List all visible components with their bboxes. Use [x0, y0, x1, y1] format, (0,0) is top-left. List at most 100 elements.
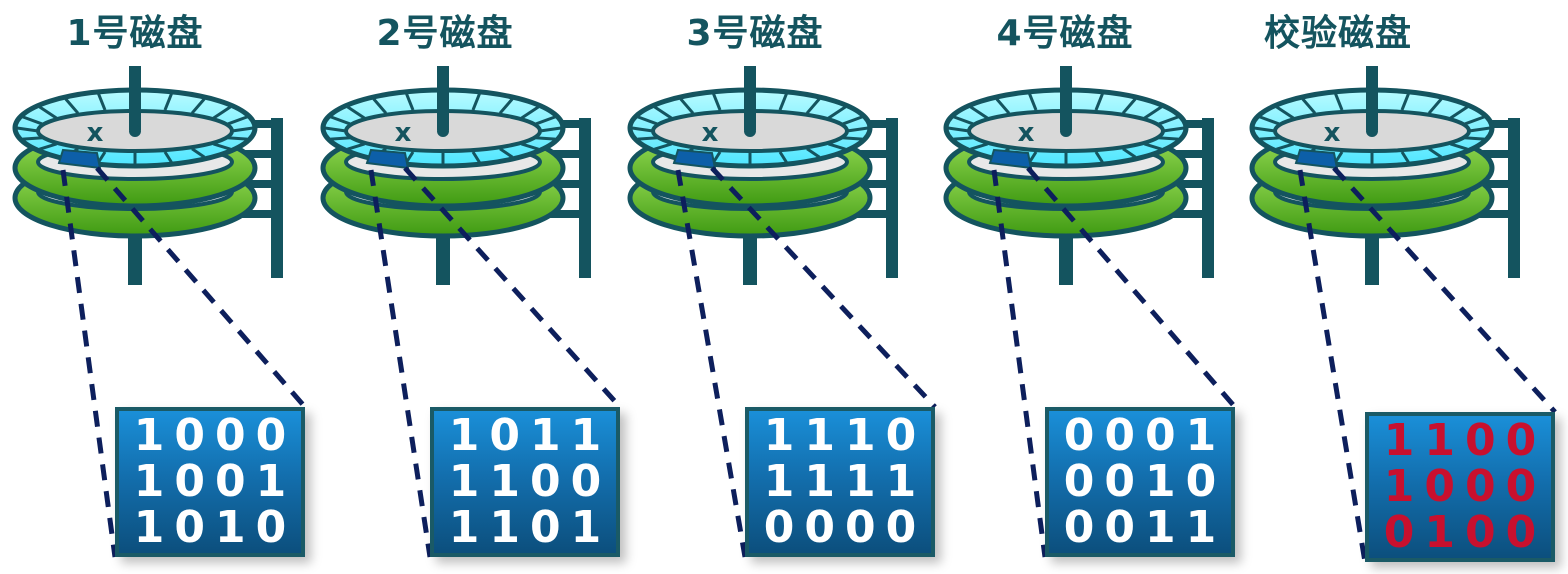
- track-tick: [471, 93, 481, 111]
- zoom-line-left: [675, 169, 748, 558]
- track-tick: [190, 97, 206, 115]
- disk-title: 1号磁盘: [66, 13, 204, 54]
- actuator-arm: [886, 118, 898, 278]
- track-tick: [1400, 93, 1410, 111]
- track-tick: [534, 115, 556, 126]
- disk-stack-3: x: [627, 66, 898, 285]
- track-tick: [405, 93, 415, 111]
- bit-row: 1110: [763, 410, 927, 461]
- track-tick: [1094, 93, 1104, 111]
- track-tick: [39, 142, 57, 151]
- track-tick: [969, 105, 989, 120]
- track-tick: [213, 142, 231, 151]
- track-tick: [64, 97, 80, 115]
- track-tick: [828, 142, 846, 151]
- track-tick: [712, 151, 722, 164]
- bit-row: 0001: [1063, 410, 1227, 461]
- read-head-3: [538, 180, 588, 188]
- track-tick: [637, 115, 659, 126]
- actuator-arm: [271, 118, 283, 278]
- track-tick: [679, 97, 695, 115]
- spindle-cap: [744, 125, 756, 137]
- read-head-3: [1161, 180, 1211, 188]
- zoom-line-left: [60, 169, 118, 558]
- track-tick: [1275, 105, 1295, 120]
- track-tick: [637, 136, 658, 141]
- read-head-3: [230, 180, 280, 188]
- bit-row: 0100: [1383, 507, 1547, 558]
- track-tick: [405, 151, 415, 164]
- actuator-arm: [1508, 118, 1520, 278]
- read-head-4: [845, 210, 895, 218]
- zoom-line-right: [1332, 166, 1557, 414]
- track-tick: [827, 105, 847, 120]
- read-head-2: [230, 150, 280, 158]
- spindle-top: [1366, 66, 1378, 130]
- track-tick: [805, 97, 821, 115]
- track-tick: [330, 115, 352, 126]
- track-tick: [1276, 142, 1294, 151]
- bit-row: 1100: [448, 456, 612, 507]
- track-tick: [1028, 151, 1038, 164]
- track-tick: [1094, 151, 1104, 164]
- track-tick: [1400, 151, 1410, 164]
- track-tick: [1428, 147, 1443, 159]
- track-tick: [1158, 136, 1179, 141]
- bit-row: 0010: [1063, 456, 1227, 507]
- track-tick: [22, 136, 43, 141]
- track-tick: [1162, 126, 1185, 133]
- spindle-top: [129, 66, 141, 130]
- track-tick: [539, 126, 562, 133]
- track-tick: [654, 142, 672, 151]
- zoom-line-left: [368, 169, 433, 558]
- bit-row: 1111: [763, 456, 927, 507]
- track-tick: [846, 126, 869, 133]
- track-tick: [947, 126, 970, 133]
- track-tick: [520, 105, 540, 120]
- track-tick: [631, 126, 654, 133]
- actuator-arm: [1202, 118, 1214, 278]
- spindle-cap: [1366, 125, 1378, 137]
- spindle-cap: [1060, 125, 1072, 137]
- read-head-2: [538, 150, 588, 158]
- track-tick: [16, 126, 39, 133]
- bit-row: 0011: [1063, 502, 1227, 553]
- bit-row: 1101: [448, 502, 612, 553]
- disk-title: 3号磁盘: [686, 13, 824, 54]
- disk-stack-4: x: [943, 66, 1214, 285]
- track-tick: [498, 97, 514, 115]
- track-tick: [535, 136, 556, 141]
- read-head-2: [1467, 150, 1517, 158]
- sector-mark: x: [395, 118, 412, 148]
- track-tick: [372, 97, 388, 115]
- track-tick: [1468, 126, 1491, 133]
- track-tick: [499, 147, 514, 159]
- track-tick: [1144, 142, 1162, 151]
- track-tick: [163, 151, 173, 164]
- track-tick: [1334, 151, 1344, 164]
- bit-row: 1011: [448, 410, 612, 461]
- track-tick: [841, 115, 863, 126]
- sector-mark: x: [87, 118, 104, 148]
- track-tick: [806, 147, 821, 159]
- disk-stack-1: x: [12, 66, 283, 285]
- track-tick: [953, 115, 975, 126]
- read-head-2: [845, 150, 895, 158]
- track-tick: [1143, 105, 1163, 120]
- track-tick: [1028, 93, 1038, 111]
- bit-row: 1000: [1383, 461, 1547, 512]
- track-tick: [324, 126, 347, 133]
- track-tick: [212, 105, 232, 120]
- track-tick: [38, 105, 58, 120]
- bit-row: 1000: [133, 410, 297, 461]
- read-head-4: [230, 210, 280, 218]
- bit-row: 1100: [1383, 415, 1547, 466]
- read-head-4: [538, 210, 588, 218]
- track-tick: [1450, 142, 1468, 151]
- zoom-line-left: [991, 169, 1048, 558]
- read-head-3: [845, 180, 895, 188]
